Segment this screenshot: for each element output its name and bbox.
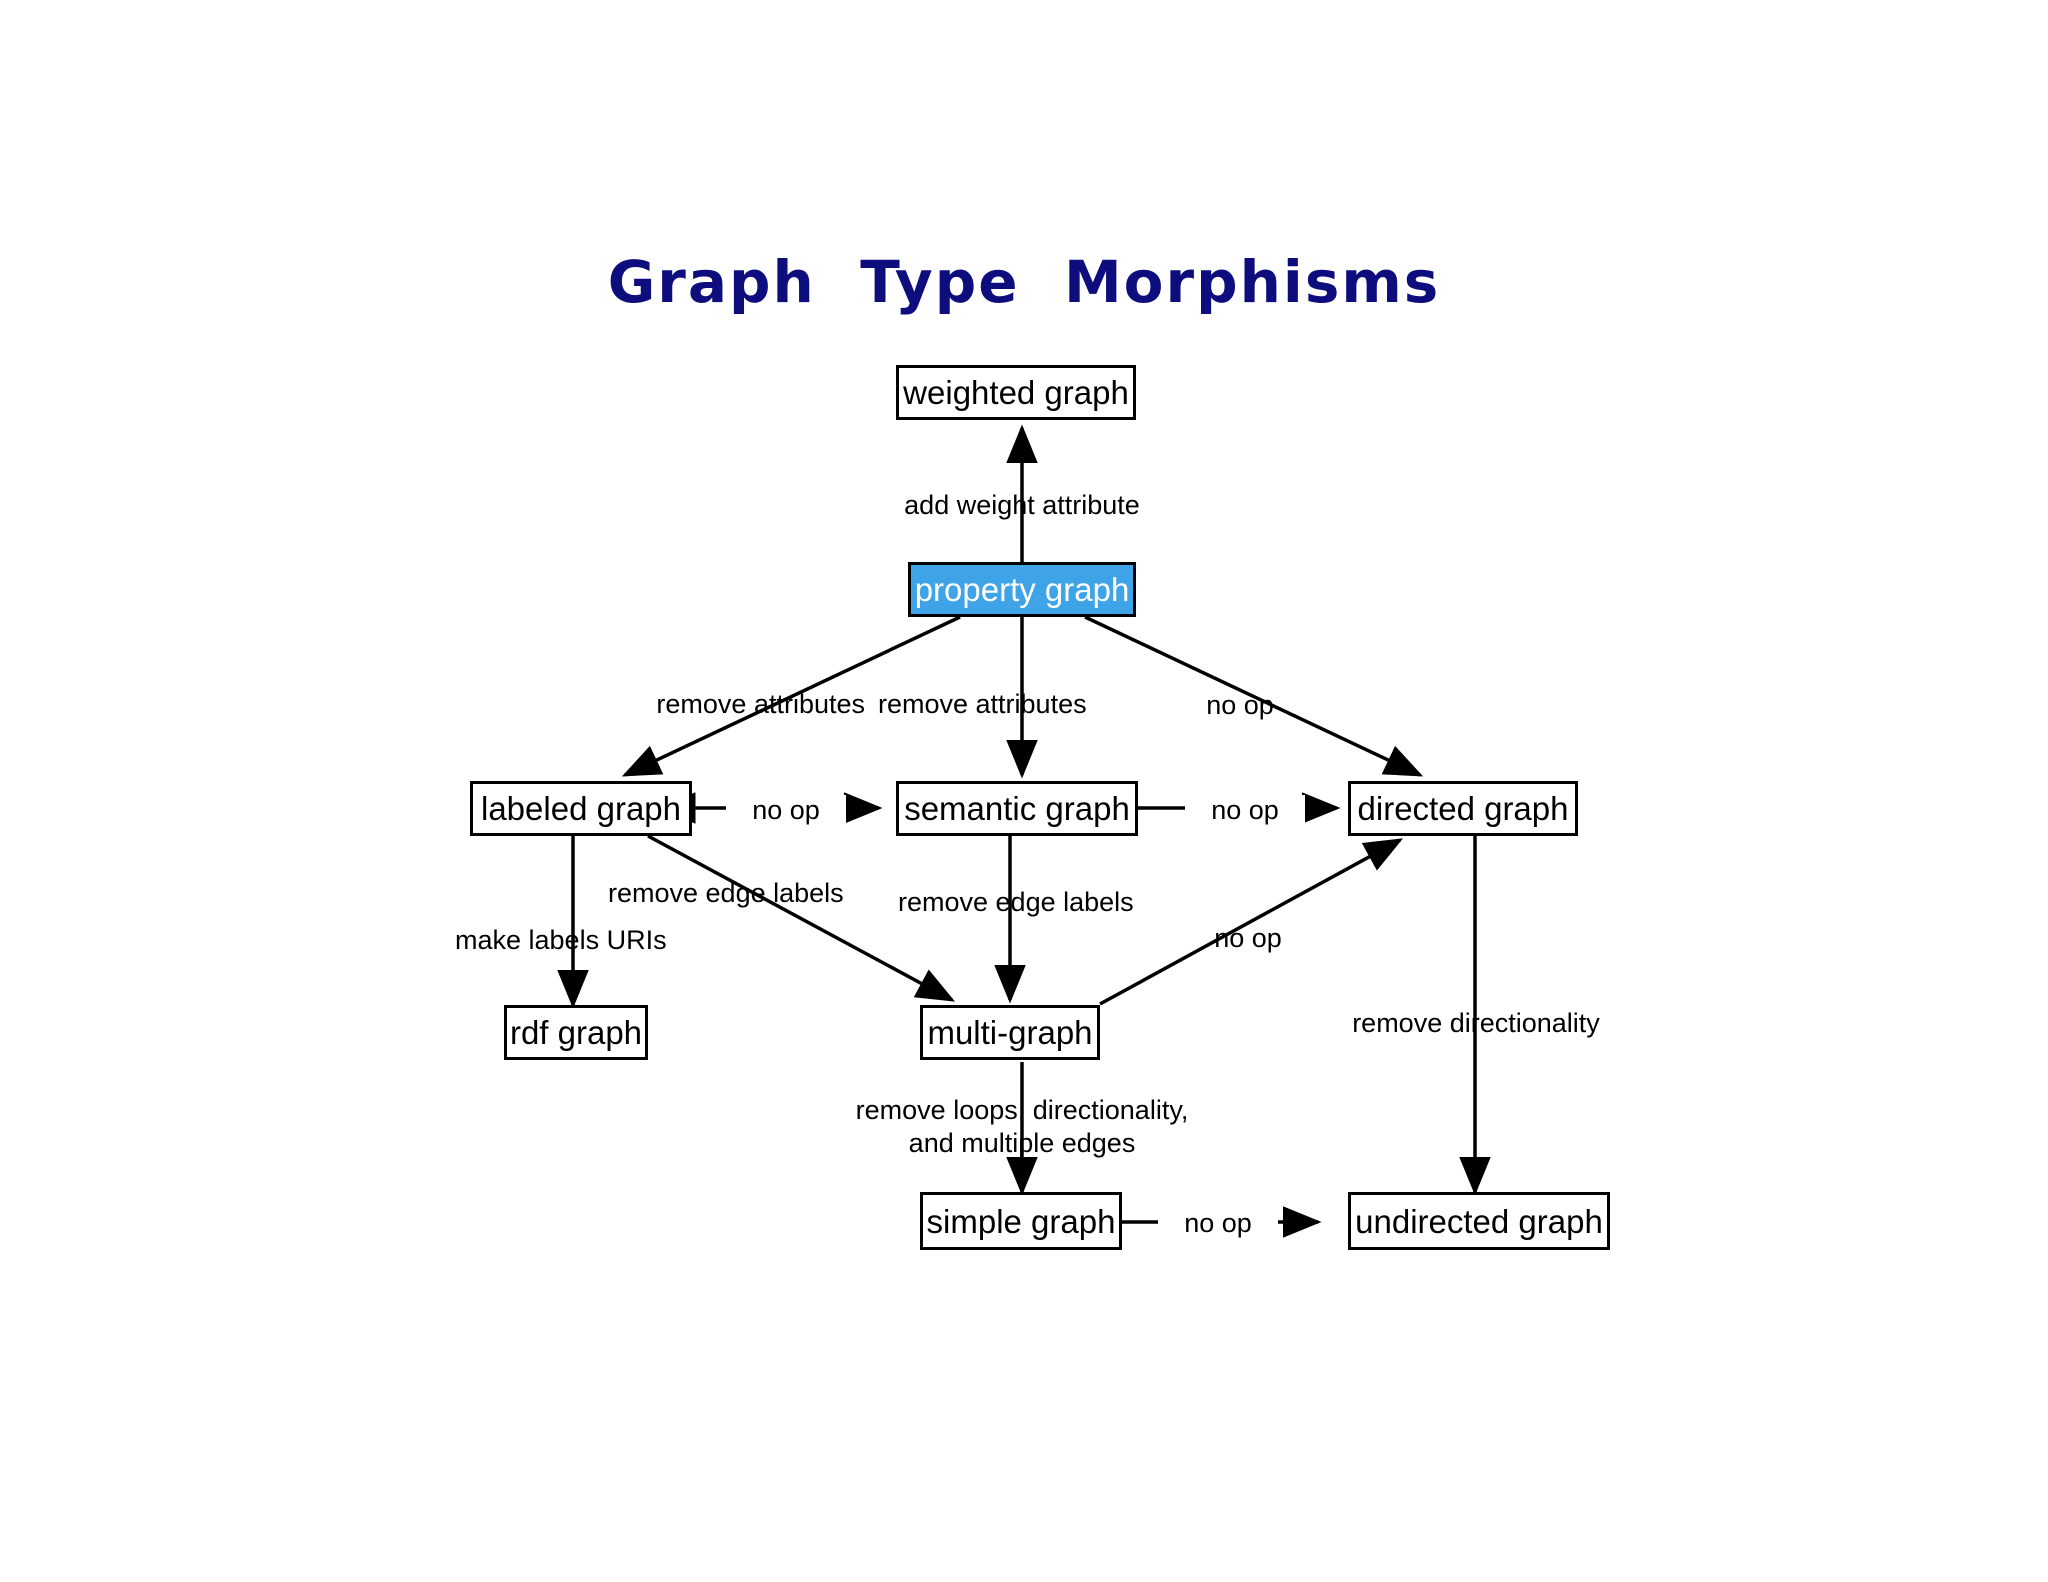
edge-label-remove-attributes-left: remove attributes [656,689,865,719]
edge-label-no-op-multi-directed: no op [1214,923,1282,953]
node-semantic-graph[interactable]: semantic graph [896,781,1138,836]
node-label: directed graph [1357,790,1569,827]
node-simple-graph[interactable]: simple graph [920,1192,1122,1250]
edge-label-remove-attributes-center: remove attributes [878,689,1087,719]
node-multi-graph[interactable]: multi-graph [920,1005,1100,1060]
edge-label-remove-edge-labels-center: remove edge labels [898,887,1134,917]
node-property-graph[interactable]: property graph [908,562,1136,617]
node-label: undirected graph [1355,1202,1603,1240]
edge-label-no-op-labeled-semantic: no op [726,795,846,827]
node-rdf-graph[interactable]: rdf graph [504,1005,648,1060]
edge-label-no-op-simple-undirected: no op [1158,1208,1278,1240]
node-label: labeled graph [481,790,681,827]
edge-label-remove-edge-labels-left: remove edge labels [608,878,844,908]
edge-label-remove-loops-line1: remove loops, directionality, [855,1095,1189,1125]
node-labeled-graph[interactable]: labeled graph [470,781,692,836]
node-directed-graph[interactable]: directed graph [1348,781,1578,836]
node-label: simple graph [926,1202,1116,1240]
node-label: property graph [914,571,1130,608]
edge-label-no-op-property-directed: no op [1206,690,1274,720]
edge-label-add-weight-attribute: add weight attribute [904,490,1140,520]
edge-multi-to-directed [1099,838,1404,1006]
node-label: weighted graph [903,374,1129,411]
node-label: semantic graph [904,790,1130,827]
node-undirected-graph[interactable]: undirected graph [1348,1192,1610,1250]
node-weighted-graph[interactable]: weighted graph [896,365,1136,420]
edge-label-no-op-semantic-directed: no op [1185,795,1305,827]
edge-label-make-labels-uris: make labels URIs [455,925,667,955]
node-label: rdf graph [509,1014,643,1051]
node-label: multi-graph [927,1014,1093,1051]
page-title: Graph Type Morphisms [607,248,1441,316]
edge-label-remove-loops-line2: and multiple edges [908,1128,1136,1158]
edge-label-remove-directionality: remove directionality [1352,1008,1600,1038]
